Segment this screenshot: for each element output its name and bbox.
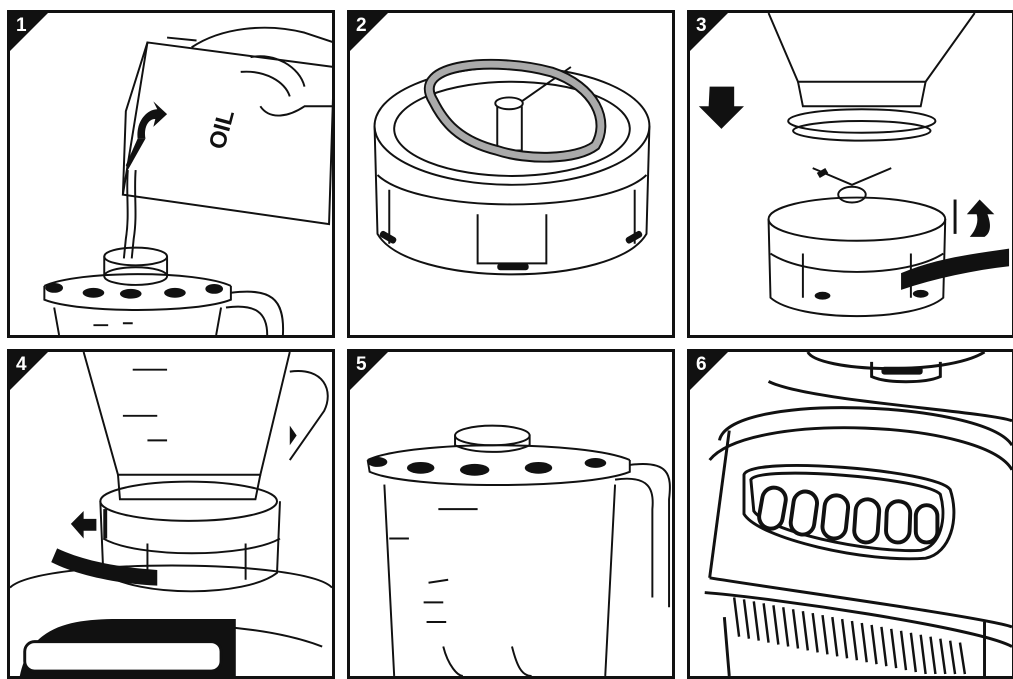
- lock-jar-illustration: [10, 352, 332, 676]
- step-panel-6: 6: [687, 349, 1013, 679]
- step-panel-4: 4: [7, 349, 335, 679]
- step-panel-1: OIL 1: [7, 10, 335, 338]
- step-number-badge: [687, 10, 731, 54]
- step-number-badge: [7, 10, 51, 54]
- attach-base-illustration: [690, 13, 1012, 335]
- step-number-badge: [7, 349, 51, 393]
- step-number: 1: [16, 15, 27, 37]
- pour-oil-illustration: OIL: [10, 13, 332, 335]
- seal-ring-illustration: [350, 13, 672, 335]
- oil-label: OIL: [204, 107, 239, 152]
- jar-with-lid-illustration: [350, 352, 672, 676]
- step-number-badge: [687, 349, 731, 393]
- step-number: 3: [696, 15, 707, 37]
- control-panel-illustration: [690, 352, 1012, 676]
- step-number-badge: [347, 10, 391, 54]
- step-number-badge: [347, 349, 391, 393]
- step-panel-2: 2: [347, 10, 675, 338]
- step-panel-3: 3: [687, 10, 1013, 338]
- step-number: 4: [16, 354, 27, 376]
- step-number: 6: [696, 354, 707, 376]
- step-panel-5: 5: [347, 349, 675, 679]
- step-number: 2: [356, 15, 367, 37]
- step-number: 5: [356, 354, 367, 376]
